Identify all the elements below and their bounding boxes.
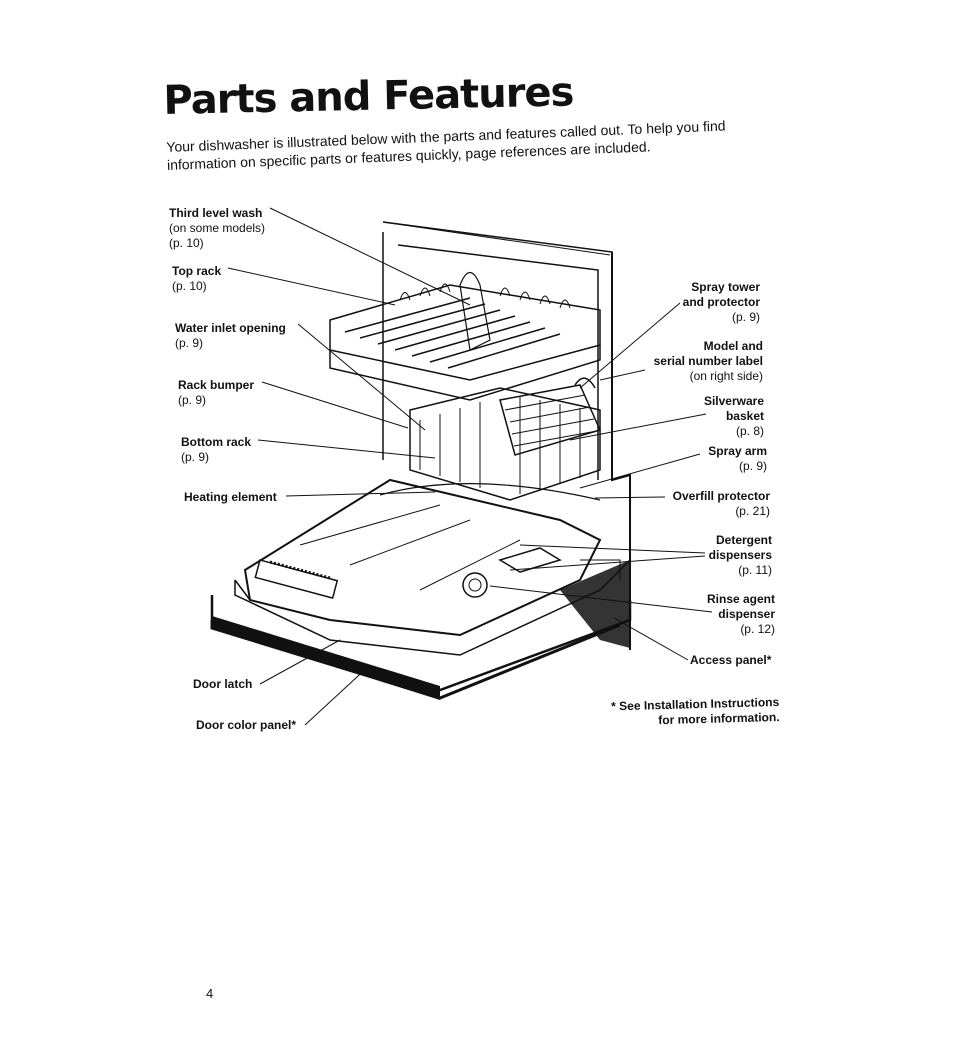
callout-third-level-wash: Third level wash (on some models) (p. 10… xyxy=(169,206,266,250)
callout-access-panel: Access panel* xyxy=(690,653,772,667)
callout-top-rack: Top rack (p. 10) xyxy=(172,264,222,293)
callout-model-serial-label: Model and serial number label (on right … xyxy=(653,339,763,383)
callout-rinse-agent-dispenser: Rinse agent dispenser (p. 12) xyxy=(706,592,775,636)
page-number: 4 xyxy=(206,986,214,1001)
callout-water-inlet-opening: Water inlet opening (p. 9) xyxy=(175,321,286,350)
callout-heating-element: Heating element xyxy=(184,490,277,504)
access-panel-shading xyxy=(212,598,440,700)
silverware-basket xyxy=(499,377,602,456)
callout-detergent-dispensers: Detergent dispensers (p. 11) xyxy=(708,533,772,577)
top-rack xyxy=(329,271,601,401)
callout-bottom-rack: Bottom rack (p. 9) xyxy=(181,435,252,464)
leader-lines xyxy=(227,207,713,726)
callout-door-color-panel: Door color panel* xyxy=(196,718,297,732)
installation-footnote: * See Installation Instructions for more… xyxy=(611,695,780,728)
callout-rack-bumper: Rack bumper (p. 9) xyxy=(178,378,255,407)
bottom-rack xyxy=(409,387,601,501)
callout-spray-arm: Spray arm (p. 9) xyxy=(708,444,767,473)
callout-door-latch: Door latch xyxy=(193,677,253,691)
heating-element xyxy=(379,483,601,501)
callout-spray-tower: Spray tower and protector (p. 9) xyxy=(682,280,760,324)
callout-overfill-protector: Overfill protector (p. 21) xyxy=(672,489,770,518)
callout-silverware-basket: Silverware basket (p. 8) xyxy=(703,394,764,438)
